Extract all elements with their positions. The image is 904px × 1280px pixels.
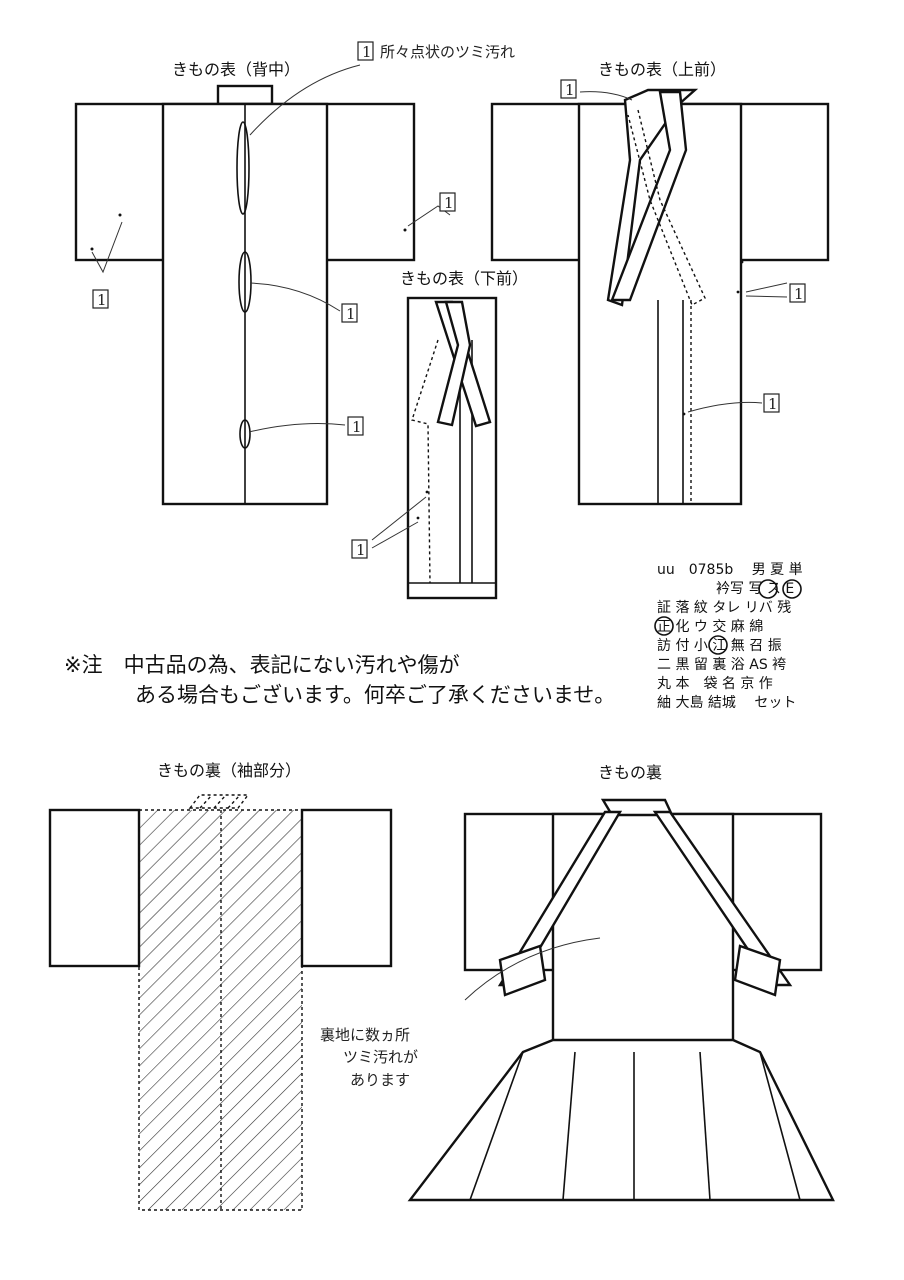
code-table: uu 0785b 男 夏 単 衿写 写 ス E 証 落 紋 タレ リバ 残 正 … [654,562,803,711]
marker-back-top: 1 [357,41,374,61]
code-row-7: 丸 本 袋 名 京 作 [657,676,773,692]
svg-text:1: 1 [565,81,575,99]
kimono-back-drawing [74,64,451,506]
label-front-upper: きもの表（上前） [598,60,726,79]
kimono-lining-sleeve-drawing [48,794,393,1211]
svg-text:1: 1 [346,305,356,323]
note-line-2: ある場合もございます。何卒ご了承くださいませ。 [135,683,615,707]
kimono-front-lower-drawing [371,296,498,600]
code-row-8: 紬 大島 結城 セット [657,695,796,711]
marker-front-upper-bottom: 1 [763,393,780,413]
code-row-2: 衿写 写 ス E [716,581,794,597]
label-lining-sleeve: きもの裏（袖部分） [157,761,301,780]
svg-text:1: 1 [362,43,372,61]
marker-front-upper-top: 1 [560,79,577,99]
marker-back-bottom: 1 [347,416,364,436]
marker-back-middle: 1 [341,303,358,323]
svg-text:1: 1 [444,194,454,212]
svg-text:1: 1 [794,285,804,303]
svg-text:1: 1 [768,395,778,413]
label-lining: きもの裏 [598,763,662,782]
code-row-5: 訪 付 小 江 無 召 振 [657,638,782,654]
label-front-lower: きもの表（下前） [400,269,528,288]
marker-front-lower: 1 [351,539,368,559]
marker-front-upper-right: 1 [789,283,806,303]
note-line-1: ※注 中古品の為、表記にない汚れや傷が [64,653,460,677]
annotation-lining-line-2: ツミ汚れが [343,1048,418,1066]
annotation-lining-line-3: あります [350,1071,410,1089]
label-back: きもの表（背中） [172,60,300,79]
svg-text:1: 1 [352,418,362,436]
kimono-front-upper-drawing [490,88,830,506]
kimono-lining-drawing [407,798,835,1202]
annotation-spots-dots: 所々点状のツミ汚れ [380,43,515,61]
annotation-lining-line-1: 裏地に数ヵ所 [320,1026,410,1044]
svg-text:1: 1 [356,541,366,559]
marker-back-left: 1 [92,289,109,309]
code-row-1: uu 0785b 男 夏 単 [657,562,803,578]
code-row-4: 正 化 ウ 交 麻 綿 [657,618,763,635]
code-row-3: 証 落 紋 タレ リバ 残 [657,600,791,616]
marker-back-right: 1 [439,192,456,212]
code-row-6: 二 黒 留 裏 浴 AS 袴 [657,656,786,673]
svg-text:1: 1 [97,291,107,309]
